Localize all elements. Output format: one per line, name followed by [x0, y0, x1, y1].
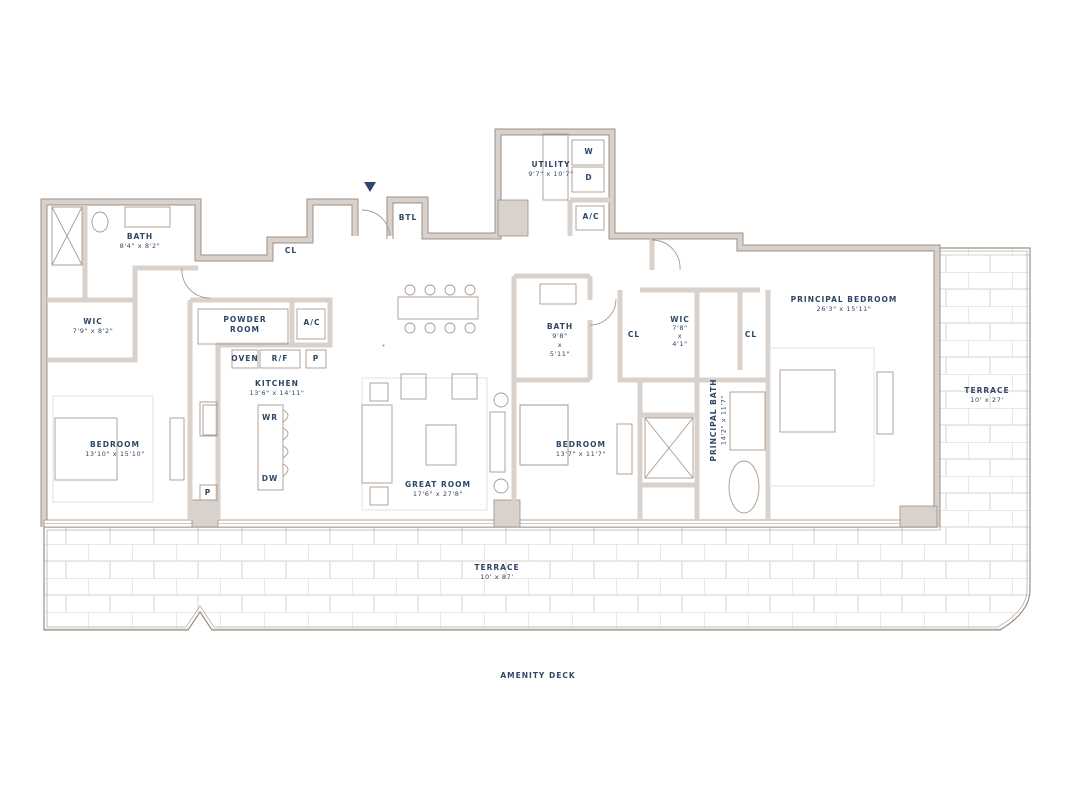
terrace-side-dims: 10' x 27': [970, 396, 1004, 404]
kitchen-label: KITCHEN: [255, 379, 299, 388]
amenity-deck-label: AMENITY DECK: [500, 671, 576, 680]
bedroom2-dims: 13'7" x 11'7": [555, 450, 607, 458]
refrigerator-label: R/F: [271, 354, 289, 363]
principal-bath-label: PRINCIPAL BATH: [709, 378, 718, 462]
furniture: [51, 133, 894, 514]
wic2-label: WIC: [670, 315, 690, 324]
powder-room-label-2: ROOM: [230, 325, 260, 334]
wic2-dim-3: 4'1": [672, 340, 688, 348]
pantry1-label: P: [312, 354, 320, 363]
interior-walls: [47, 197, 771, 520]
principal-bedroom-dims: 26'3" x 15'11": [816, 305, 872, 313]
washer-label: W: [584, 147, 594, 156]
bath2-label: BATH: [546, 322, 574, 331]
closet-entry-label: CL: [284, 246, 298, 255]
entry-triangle-icon: [364, 182, 376, 192]
bath1-dims: 8'4" x 8'2": [119, 242, 161, 250]
terrace-main-label: TERRACE: [474, 563, 520, 572]
great-room-label: GREAT ROOM: [405, 480, 471, 489]
dryer-label: D: [585, 173, 593, 182]
btl-label: BTL: [398, 213, 418, 222]
bedroom1-dims: 13'10" x 15'10": [85, 450, 145, 458]
bath1-label: BATH: [126, 232, 154, 241]
great-room-dims: 17'6" x 27'8": [412, 490, 464, 498]
wine-refrigerator-label: WR: [261, 413, 279, 422]
terrace-side-label: TERRACE: [964, 386, 1010, 395]
closet3-label: CL: [744, 330, 758, 339]
wic1-dims: 7'9" x 8'2": [72, 327, 114, 335]
wic2-dim-2: x: [677, 332, 683, 340]
ac1-label: A/C: [303, 318, 321, 327]
bedroom2-label: BEDROOM: [555, 440, 607, 449]
principal-bedroom-label: PRINCIPAL BEDROOM: [790, 295, 898, 304]
bath2-dim-2: x: [557, 341, 563, 349]
utility-dims: 9'7" x 10'7": [528, 170, 574, 178]
ac2-label: A/C: [582, 212, 600, 221]
exterior-walls: [41, 129, 940, 527]
wic2-dim-1: 7'8": [672, 324, 688, 332]
bath2-dim-1: 9'8": [552, 332, 568, 340]
closet2-label: CL: [627, 330, 641, 339]
terrace-main-dims: 10' x 87': [480, 573, 514, 581]
pantry2-label: P: [204, 488, 212, 497]
dishwasher-label: DW: [261, 474, 279, 483]
kitchen-dims: 13'6" x 14'11": [249, 389, 305, 397]
wic1-label: WIC: [83, 317, 103, 326]
oven-label: OVEN: [231, 354, 259, 363]
principal-bath-dims: 14'2" x 11'7": [719, 394, 728, 446]
utility-label: UTILITY: [531, 160, 571, 169]
bath2-dim-3: 5'11": [549, 350, 571, 358]
bedroom1-label: BEDROOM: [89, 440, 141, 449]
terrace-main: [43, 247, 1031, 631]
powder-room-label: POWDER: [223, 315, 267, 324]
